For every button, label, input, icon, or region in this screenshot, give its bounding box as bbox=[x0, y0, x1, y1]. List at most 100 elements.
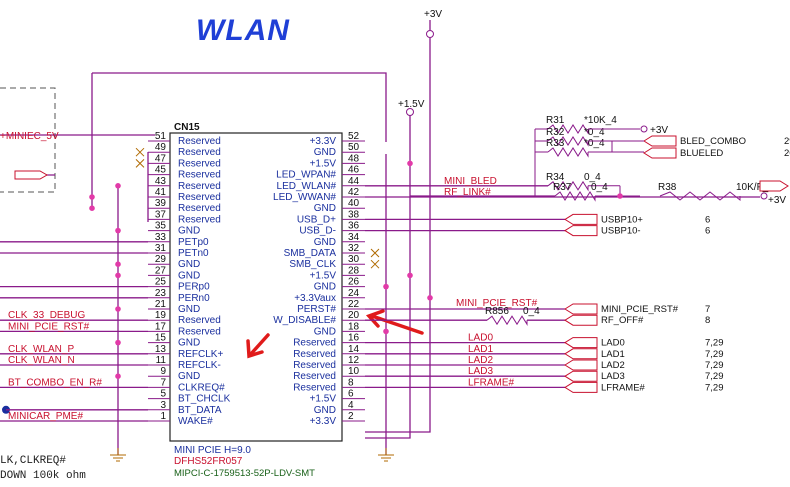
net-label-mini-pcie-rst: MINI_PCIE_RST# bbox=[456, 298, 538, 309]
pin-number: 13 bbox=[155, 344, 167, 355]
pin-number: 31 bbox=[155, 243, 167, 254]
pin-name: REFCLK+ bbox=[178, 349, 223, 360]
pin-number: 16 bbox=[348, 333, 360, 344]
pin-number: 42 bbox=[348, 187, 360, 198]
pin-name: GND bbox=[178, 371, 200, 382]
pin-name: GND bbox=[178, 259, 200, 270]
resistor-value-r856: 0_4 bbox=[523, 306, 540, 317]
pin-number: 40 bbox=[348, 198, 360, 209]
pin-name: GND bbox=[178, 226, 200, 237]
resistor-value-r33: *0_4 bbox=[584, 138, 605, 149]
pin-number: 3 bbox=[160, 400, 166, 411]
footnote-line1: LK,CLKREQ# bbox=[0, 455, 67, 467]
pin-name: GND bbox=[178, 270, 200, 281]
offpage-name-mini_pcie_rst: MINI_PCIE_RST# bbox=[601, 304, 679, 315]
junction-dot bbox=[89, 205, 95, 211]
junction-dot bbox=[383, 283, 389, 290]
pin-name: PERST# bbox=[297, 304, 336, 315]
pin-number: 49 bbox=[155, 142, 167, 153]
offpage-name-lframe: LFRAME# bbox=[601, 382, 646, 393]
power-label-3v-r38: +3V bbox=[768, 195, 786, 206]
pin-name: BT_CHCLK bbox=[178, 394, 231, 405]
pin-name: GND bbox=[178, 304, 200, 315]
pin-name: W_DISABLE# bbox=[273, 315, 336, 326]
pin-number: 47 bbox=[155, 153, 167, 164]
junction-dot bbox=[383, 328, 389, 335]
junction-dot bbox=[115, 306, 121, 312]
resistor-r33 bbox=[547, 147, 589, 158]
offpage-name-rf_off: RF_OFF# bbox=[601, 315, 644, 326]
net-label-clkn: CLK_WLAN_N bbox=[8, 355, 75, 366]
resistor-value-r34: 0_4 bbox=[584, 172, 601, 183]
pin-number: 32 bbox=[348, 243, 360, 254]
pin-number: 27 bbox=[155, 265, 167, 276]
power-label-15v: +1.5V bbox=[398, 99, 425, 110]
junction-dot bbox=[407, 160, 413, 167]
pin-name: GND bbox=[314, 326, 336, 337]
page-title: WLAN bbox=[196, 14, 290, 47]
offpage-ref-blueled: 26,29 bbox=[784, 148, 790, 159]
pin-name: PERp0 bbox=[178, 282, 210, 293]
net-list: +MINIEC_5VCLK_33_DEBUGMINI_PCIE_RST#CLK_… bbox=[0, 115, 790, 422]
pin-number: 6 bbox=[348, 389, 354, 400]
junction-dot bbox=[115, 261, 121, 268]
pin-name: USB_D+ bbox=[297, 214, 336, 225]
pin-number: 2 bbox=[348, 411, 354, 422]
resistor-r856 bbox=[486, 315, 528, 326]
pin-number: 18 bbox=[348, 321, 360, 332]
power-terminal bbox=[640, 125, 648, 133]
offpage-name-bled_combo: BLED_COMBO bbox=[680, 136, 746, 147]
pin-name: PETp0 bbox=[178, 237, 209, 248]
pin-name: +3.3V bbox=[310, 136, 337, 147]
pin-number: 39 bbox=[155, 198, 167, 209]
offpage-connector bbox=[643, 135, 677, 147]
pin-number: 19 bbox=[155, 310, 167, 321]
offpage-connector bbox=[643, 147, 677, 159]
power-label-3v-r31: +3V bbox=[650, 125, 668, 136]
pin-name: GND bbox=[178, 338, 200, 349]
offpage-ref-bled_combo: 29 bbox=[784, 136, 790, 147]
connector-part-number: DFHS52FR057 bbox=[174, 456, 243, 467]
net-wire bbox=[612, 140, 644, 153]
pin-number: 12 bbox=[348, 355, 360, 366]
pin-name: Reserved bbox=[293, 360, 336, 371]
resistor-value-r32: *0_4 bbox=[584, 127, 605, 138]
pin-number: 10 bbox=[348, 366, 360, 377]
pin-name: Reserved bbox=[293, 338, 336, 349]
no-connect-mark bbox=[370, 259, 380, 269]
resistor-r34 bbox=[547, 180, 589, 192]
pin-name: GND bbox=[314, 282, 336, 293]
offpage-ref-lad2: 7,29 bbox=[705, 360, 724, 371]
pin-number: 7 bbox=[160, 377, 166, 388]
net-label-pcierst: MINI_PCIE_RST# bbox=[8, 321, 90, 332]
pin-name: +1.5V bbox=[310, 270, 337, 281]
pin-number: 29 bbox=[155, 254, 167, 265]
pin-number: 36 bbox=[348, 221, 360, 232]
pin-number: 4 bbox=[348, 400, 354, 411]
pin-number: 8 bbox=[348, 377, 354, 388]
pin-name: Reserved bbox=[178, 326, 221, 337]
offpage-ref-lad0: 7,29 bbox=[705, 338, 724, 349]
offpage-connector bbox=[564, 381, 598, 393]
pin-name: PERn0 bbox=[178, 293, 210, 304]
offpage-connector bbox=[564, 314, 598, 326]
pin-name: +1.5V bbox=[310, 394, 337, 405]
resistor-ref-r34: R34 bbox=[546, 172, 565, 183]
pin-name: +1.5V bbox=[310, 158, 337, 169]
pin-name: Reserved bbox=[293, 349, 336, 360]
pin-number: 5 bbox=[160, 389, 166, 400]
pin-number: 46 bbox=[348, 165, 360, 176]
offpage-connector bbox=[564, 359, 598, 371]
pin-name: LED_WLAN# bbox=[277, 181, 337, 192]
net-label-lad1: LAD1 bbox=[468, 344, 493, 355]
resistor-value-r38: 10K/F_4 bbox=[736, 182, 774, 193]
offpage-connector bbox=[564, 348, 598, 360]
pin-name: Reserved bbox=[178, 158, 221, 169]
offpage-name-lad0: LAD0 bbox=[601, 338, 625, 349]
pin-number: 51 bbox=[155, 131, 167, 142]
pin-number: 44 bbox=[348, 176, 360, 187]
pin-number: 41 bbox=[155, 187, 167, 198]
pin-number: 28 bbox=[348, 265, 360, 276]
offpage-ref-lframe: 7,29 bbox=[705, 382, 724, 393]
